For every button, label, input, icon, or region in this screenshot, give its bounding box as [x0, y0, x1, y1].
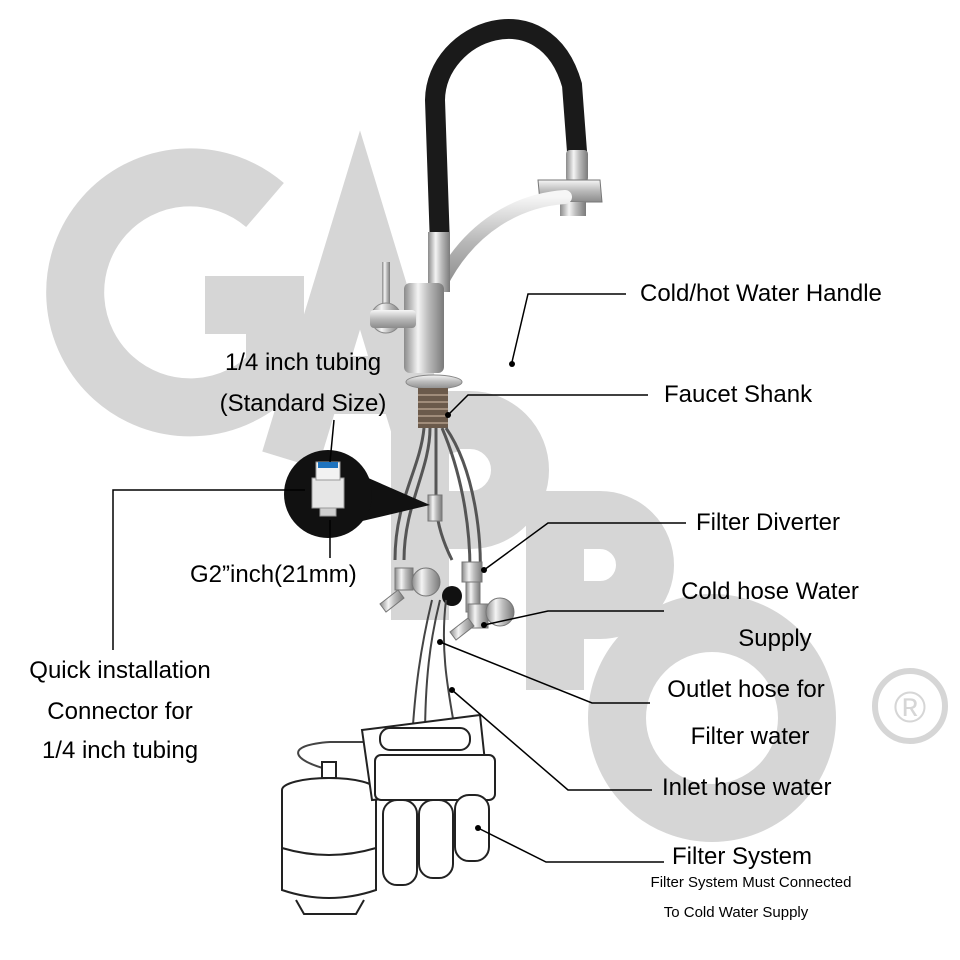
watermark-letter-p2 [526, 491, 674, 690]
filter-head [374, 754, 496, 801]
watermark-letter-p1 [391, 391, 549, 620]
watermark [46, 130, 836, 842]
membrane-housing [379, 727, 471, 751]
leader-filter-system [477, 827, 664, 863]
connector-callout [284, 450, 430, 538]
registered-mark: ® [872, 668, 948, 744]
label-thread-size: G2”inch(21mm) [190, 561, 357, 588]
leader-handle [511, 293, 626, 363]
tank-valve [321, 761, 337, 779]
label-cold-hot-handle: Cold/hot Water Handle [640, 280, 882, 307]
label-filter-system: Filter System [672, 843, 813, 870]
label-outlet-hose-1: Outlet hose for [667, 676, 825, 703]
leader-quick-connector [112, 489, 305, 650]
inline-connector [427, 494, 443, 522]
label-cold-hose-2: Supply [738, 625, 812, 652]
leader-shank [447, 394, 648, 416]
label-quick-2: Connector for [47, 698, 193, 725]
shank-thread-lines [418, 394, 448, 424]
quick-connector [311, 477, 345, 509]
watermark-letter-g [46, 148, 304, 437]
label-filter-note-1: Filter System Must Connected [650, 874, 852, 891]
filter-canister-2 [418, 799, 454, 879]
label-filter-diverter: Filter Diverter [696, 509, 841, 536]
handle-base [370, 310, 416, 328]
filter-canister-3 [454, 794, 490, 862]
leader-lines [112, 293, 686, 863]
spout-arm [433, 190, 572, 292]
leader-tubing [329, 419, 335, 463]
filter-tubing [297, 599, 456, 771]
filter-system [281, 713, 496, 915]
filter-canister-1 [382, 799, 418, 886]
label-quick-1: Quick installation [29, 657, 211, 684]
watermark-letter-o [588, 594, 836, 842]
label-cold-hose-1: Cold hose Water [681, 578, 859, 605]
faucet-body [404, 283, 444, 373]
pressure-tank-body [281, 790, 377, 899]
connector-accent [318, 462, 338, 468]
label-quick-3: 1/4 inch tubing [41, 737, 199, 764]
leader-diverter [483, 522, 686, 571]
diverter-black-cap [442, 586, 462, 606]
hose-collar [566, 150, 588, 182]
label-outlet-hose-2: Filter water [690, 723, 810, 750]
svg-text:®: ® [894, 683, 926, 732]
faucet-upper-body [428, 232, 450, 292]
handle-lever [382, 262, 390, 308]
leader-inlet [451, 689, 652, 791]
faucet-base-ring [405, 374, 463, 390]
spring-hose [424, 19, 588, 255]
leader-outlet [439, 641, 650, 704]
label-filter-note-2: To Cold Water Supply [663, 904, 809, 921]
leader-cold-hose [483, 610, 664, 626]
faucet [370, 19, 603, 428]
supply-hoses [393, 427, 482, 576]
label-tubing-2: (Standard Size) [219, 390, 387, 417]
left-angle-valve [379, 567, 441, 613]
spray-nozzle [560, 202, 586, 216]
label-tubing-1: 1/4 inch tubing [224, 349, 382, 376]
label-inlet-hose: Inlet hose water [662, 774, 832, 801]
label-faucet-shank: Faucet Shank [664, 381, 813, 408]
right-angle-valve [449, 597, 515, 641]
